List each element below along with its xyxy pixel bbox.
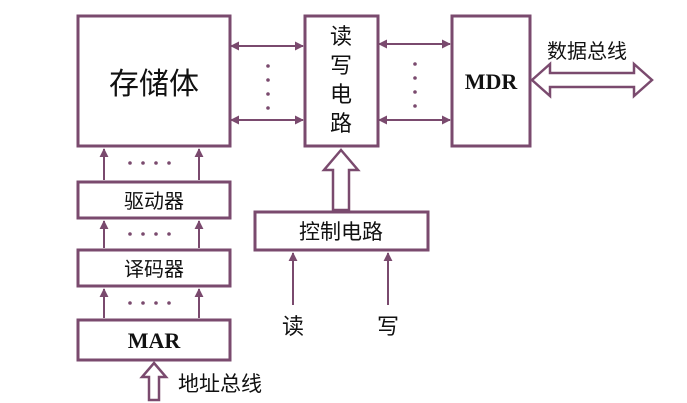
control-circuit-box [253,210,430,252]
rw-circuit-char-2: 写 [330,54,352,79]
rw-circuit-char-1: 读 [330,25,352,50]
mar-decoder-dots [128,301,171,305]
storage-block: 存储体 [76,14,232,148]
address-bus-label: 地址总线 [178,372,262,396]
data-bus-arrow [530,61,654,99]
storage-rw-dots [266,64,270,110]
mar-block: MAR [76,318,232,362]
decoder-box [76,248,232,288]
rw-circuit-box [303,14,380,148]
driver-label: 驱动器 [124,189,184,213]
mdr-block: MDR [450,14,532,148]
mar-box [76,318,232,362]
address-bus-arrow [139,361,169,402]
decoder-block: 译码器 [76,248,232,288]
data-bus-label: 数据总线 [547,39,627,63]
decoder-driver-dots [128,232,171,236]
storage-box [76,14,232,148]
driver-box [76,180,232,220]
control-to-rw-arrow [321,148,361,212]
driver-storage-dots [128,161,171,165]
rw-mdr-dots [413,62,417,108]
rw-circuit-block: 读 写 电 路 [303,14,380,148]
write-signal-label: 写 [377,315,399,340]
decoder-label: 译码器 [124,257,184,281]
read-signal-label: 读 [282,315,304,340]
control-circuit-label: 控制电路 [299,220,383,244]
rw-circuit-char-3: 电 [330,83,352,108]
mdr-label: MDR [465,69,519,94]
control-circuit-block: 控制电路 [253,210,430,252]
mdr-box [450,14,532,148]
storage-label: 存储体 [109,67,199,102]
mar-label: MAR [128,328,182,353]
driver-block: 驱动器 [76,180,232,220]
rw-circuit-char-4: 路 [330,112,352,137]
